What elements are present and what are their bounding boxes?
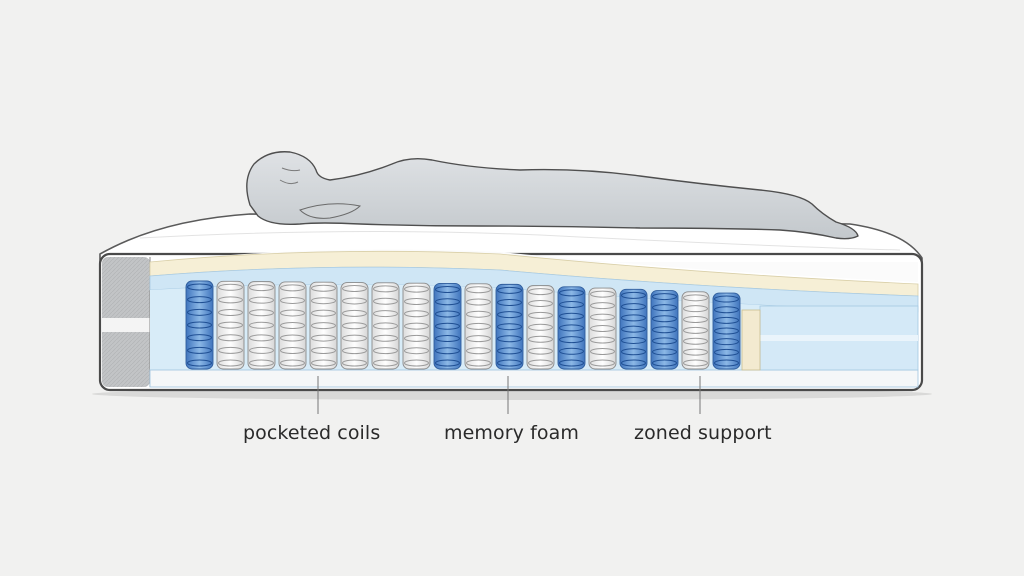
label-memory-foam: memory foam [444, 422, 579, 444]
pocketed-coil [681, 291, 710, 370]
pocketed-coil [526, 285, 555, 370]
pocketed-coil-blue [495, 283, 524, 370]
pocketed-coil-blue [185, 280, 214, 370]
pocketed-coil-blue [619, 288, 648, 370]
label-pocketed-coils: pocketed coils [243, 422, 381, 444]
sleeper-figure [246, 151, 859, 240]
pocketed-coil [309, 281, 338, 370]
pocketed-coil [278, 281, 307, 370]
pocketed-coil [588, 287, 617, 370]
pocketed-coil [402, 282, 431, 370]
transition-insert [741, 309, 761, 371]
pocketed-coil [464, 283, 493, 370]
sleeper-arm [299, 203, 362, 219]
pocketed-coil-blue [557, 286, 586, 370]
cover-quilt-line [139, 230, 901, 251]
pocketed-coil-blue [433, 283, 462, 370]
edge-stripe [102, 318, 150, 332]
pocketed-coil [371, 282, 400, 370]
sleeper-face-line [279, 167, 301, 185]
base-foam-layer [149, 369, 919, 388]
pocketed-coils-group [185, 280, 741, 370]
pocketed-coil [340, 282, 369, 370]
pocketed-coil [247, 281, 276, 370]
label-zoned-support: zoned support [634, 422, 772, 444]
pocketed-coil-blue [712, 292, 741, 370]
pocketed-coil [216, 280, 245, 370]
pocketed-coil-blue [650, 290, 679, 370]
